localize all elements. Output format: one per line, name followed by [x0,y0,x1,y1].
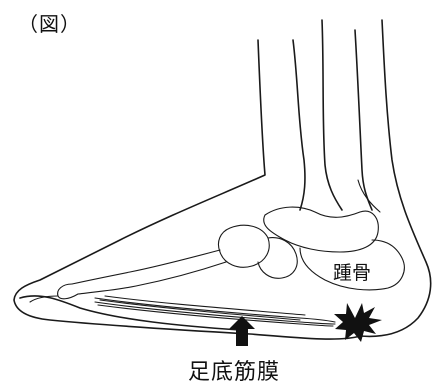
leg-bones [293,20,380,212]
heel-bone-label: 踵骨 [333,258,371,285]
foot-outline [14,20,431,339]
foot-bones [30,207,404,302]
plantar-fascia-band [95,296,335,326]
figure-caption: （図） [18,8,81,37]
plantar-fascia-label: 足底筋膜 [188,354,280,386]
